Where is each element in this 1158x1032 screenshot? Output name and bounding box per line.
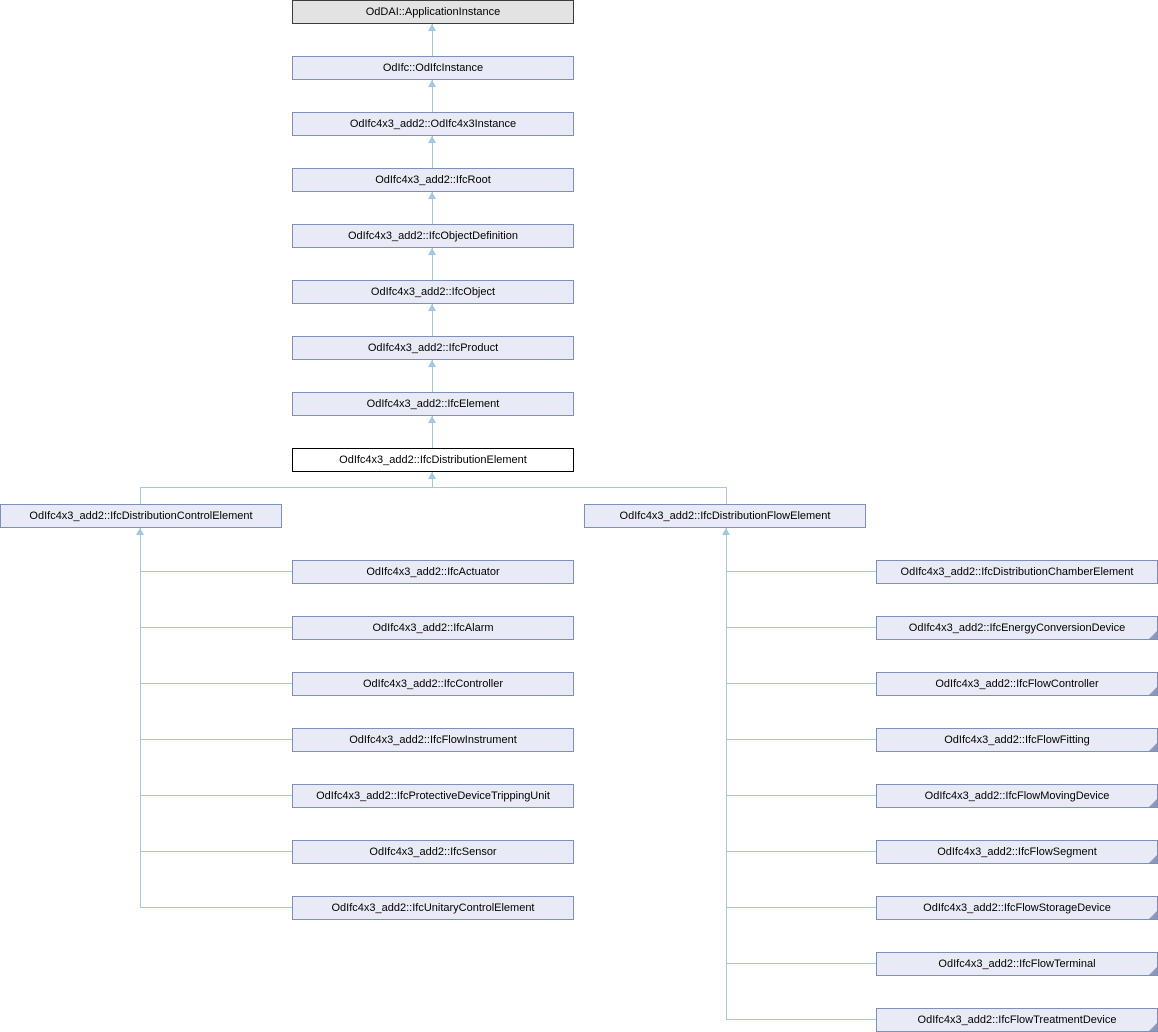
edge-line (432, 248, 433, 280)
edge-line (727, 1019, 876, 1020)
edge-line (140, 487, 727, 488)
edge-line (727, 739, 876, 740)
node-label: OdIfc4x3_add2::IfcFlowMovingDevice (924, 790, 1110, 802)
edge-line (727, 907, 876, 908)
edge-line (432, 80, 433, 112)
hidden-subclasses-marker-icon (1149, 743, 1157, 751)
edge-line (727, 795, 876, 796)
node-label: OdIfc4x3_add2::IfcFlowSegment (937, 846, 1097, 858)
node-ifcflowinstrument[interactable]: OdIfc4x3_add2::IfcFlowInstrument (292, 728, 574, 752)
edge-line (727, 683, 876, 684)
edge-line (726, 528, 727, 1020)
node-ifcroot[interactable]: OdIfc4x3_add2::IfcRoot (292, 168, 574, 192)
edge-line (432, 304, 433, 336)
node-ifcdistributionflowelement[interactable]: OdIfc4x3_add2::IfcDistributionFlowElemen… (584, 504, 866, 528)
node-ifcflowfitting[interactable]: OdIfc4x3_add2::IfcFlowFitting (876, 728, 1158, 752)
node-label: OdIfc4x3_add2::IfcFlowFitting (944, 734, 1090, 746)
node-ifcelement[interactable]: OdIfc4x3_add2::IfcElement (292, 392, 574, 416)
edge-line (141, 683, 292, 684)
edge-line (141, 795, 292, 796)
hidden-subclasses-marker-icon (1149, 799, 1157, 807)
edge-line (432, 136, 433, 168)
node-ifcflowmovingdevice[interactable]: OdIfc4x3_add2::IfcFlowMovingDevice (876, 784, 1158, 808)
node-label: OdIfc4x3_add2::IfcFlowTerminal (938, 958, 1096, 970)
node-ifcflowstoragedevice[interactable]: OdIfc4x3_add2::IfcFlowStorageDevice (876, 896, 1158, 920)
hidden-subclasses-marker-icon (1149, 631, 1157, 639)
edge-line (141, 739, 292, 740)
hidden-subclasses-marker-icon (1149, 855, 1157, 863)
edge-line (141, 571, 292, 572)
node-ifcproduct[interactable]: OdIfc4x3_add2::IfcProduct (292, 336, 574, 360)
edge-line (727, 571, 876, 572)
edge-line (432, 472, 433, 488)
node-label: OdIfc4x3_add2::IfcFlowController (935, 678, 1099, 690)
hidden-subclasses-marker-icon (1149, 967, 1157, 975)
node-ifccontroller[interactable]: OdIfc4x3_add2::IfcController (292, 672, 574, 696)
node-ifcenergyconversiondevice[interactable]: OdIfc4x3_add2::IfcEnergyConversionDevice (876, 616, 1158, 640)
node-ifcflowcontroller[interactable]: OdIfc4x3_add2::IfcFlowController (876, 672, 1158, 696)
hidden-subclasses-marker-icon (1149, 1023, 1157, 1031)
edge-line (432, 360, 433, 392)
node-oddai-applicationinstance: OdDAI::ApplicationInstance (292, 0, 574, 24)
edge-line (727, 627, 876, 628)
edge-line (727, 963, 876, 964)
node-odifcinstance[interactable]: OdIfc::OdIfcInstance (292, 56, 574, 80)
edge-line (432, 416, 433, 448)
edge-line (141, 907, 292, 908)
node-label: OdIfc4x3_add2::IfcEnergyConversionDevice (908, 622, 1126, 634)
edge-line (727, 851, 876, 852)
node-label: OdIfc4x3_add2::IfcFlowTreatmentDevice (917, 1014, 1117, 1026)
node-ifcdistributionelement-current: OdIfc4x3_add2::IfcDistributionElement (292, 448, 574, 472)
node-ifcdistributioncontrolelement[interactable]: OdIfc4x3_add2::IfcDistributionControlEle… (0, 504, 282, 528)
hidden-subclasses-marker-icon (1149, 911, 1157, 919)
edge-line (141, 851, 292, 852)
node-ifcsensor[interactable]: OdIfc4x3_add2::IfcSensor (292, 840, 574, 864)
edge-line (140, 528, 141, 908)
node-ifcactuator[interactable]: OdIfc4x3_add2::IfcActuator (292, 560, 574, 584)
node-ifcdistributionchamberelement[interactable]: OdIfc4x3_add2::IfcDistributionChamberEle… (876, 560, 1158, 584)
node-ifcflowsegment[interactable]: OdIfc4x3_add2::IfcFlowSegment (876, 840, 1158, 864)
edge-line (432, 192, 433, 224)
node-ifcflowterminal[interactable]: OdIfc4x3_add2::IfcFlowTerminal (876, 952, 1158, 976)
edge-line (140, 487, 141, 504)
node-odifc4x3instance[interactable]: OdIfc4x3_add2::OdIfc4x3Instance (292, 112, 574, 136)
edge-line (432, 24, 433, 56)
node-ifcobject[interactable]: OdIfc4x3_add2::IfcObject (292, 280, 574, 304)
node-ifcobjectdefinition[interactable]: OdIfc4x3_add2::IfcObjectDefinition (292, 224, 574, 248)
edge-line (726, 487, 727, 504)
node-ifcprotectivedevicetrippingunit[interactable]: OdIfc4x3_add2::IfcProtectiveDeviceTrippi… (292, 784, 574, 808)
node-ifcalarm[interactable]: OdIfc4x3_add2::IfcAlarm (292, 616, 574, 640)
hidden-subclasses-marker-icon (1149, 687, 1157, 695)
node-ifcflowtreatmentdevice[interactable]: OdIfc4x3_add2::IfcFlowTreatmentDevice (876, 1008, 1158, 1032)
edge-line (141, 627, 292, 628)
node-label: OdIfc4x3_add2::IfcFlowStorageDevice (923, 902, 1111, 914)
node-ifcunitarycontrolelement[interactable]: OdIfc4x3_add2::IfcUnitaryControlElement (292, 896, 574, 920)
